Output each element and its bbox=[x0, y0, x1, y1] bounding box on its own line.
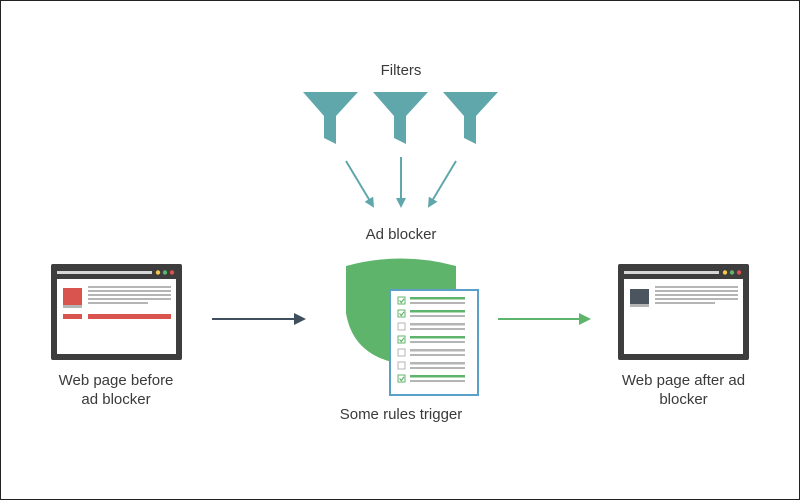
before-label-line: Web page before bbox=[58, 372, 174, 389]
filter-funnel-icon bbox=[303, 92, 358, 144]
filter-funnel-icon bbox=[373, 92, 428, 144]
filters-label: Filters bbox=[380, 62, 422, 79]
rule-checked-item bbox=[397, 296, 465, 305]
after-label-line: blocker bbox=[659, 391, 708, 408]
after-page-label: Web page after ad blocker bbox=[606, 371, 761, 409]
rules-document-icon bbox=[389, 289, 479, 396]
rule-checked-item bbox=[397, 374, 465, 383]
rule-checked-item bbox=[397, 335, 465, 344]
browser-after-icon bbox=[618, 264, 749, 360]
filter-arrow bbox=[427, 160, 457, 208]
rule-unchecked-item bbox=[397, 361, 465, 370]
rule-unchecked-item bbox=[397, 322, 465, 331]
filter-funnel-icon bbox=[443, 92, 498, 144]
before-label-line: ad blocker bbox=[81, 391, 151, 408]
ad-blocker-label: Ad blocker bbox=[365, 226, 437, 243]
rules-trigger-label: Some rules trigger bbox=[339, 406, 463, 423]
filter-arrow bbox=[345, 160, 375, 208]
after-label-line: Web page after ad bbox=[621, 372, 746, 389]
browser-before-icon bbox=[51, 264, 182, 360]
before-page-label: Web page before ad blocker bbox=[41, 371, 191, 409]
rule-unchecked-item bbox=[397, 348, 465, 357]
rule-checked-item bbox=[397, 309, 465, 318]
